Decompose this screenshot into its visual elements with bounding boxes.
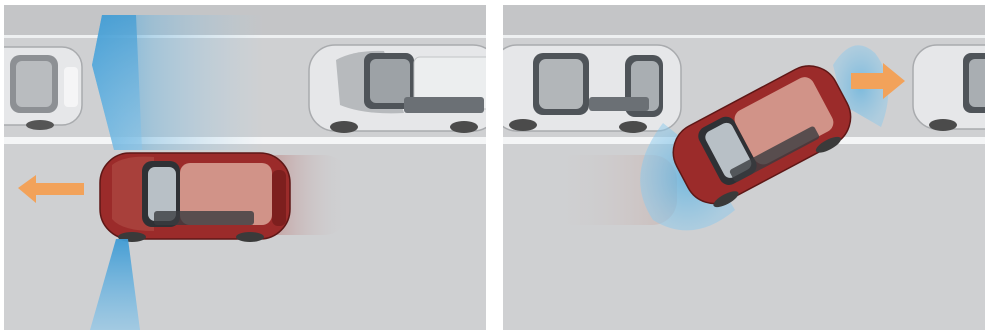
parked-car-front [503, 45, 681, 133]
parked-car-rear [913, 45, 985, 131]
parked-car-front [4, 47, 82, 130]
parking-scene-left [4, 5, 486, 330]
panel-left [4, 5, 486, 330]
parked-car-rear [309, 45, 486, 133]
parking-scene-right [503, 5, 985, 330]
lane-line [503, 35, 985, 38]
far-lane [503, 5, 985, 35]
red-car-moving [100, 153, 290, 242]
panel-right [503, 5, 985, 330]
